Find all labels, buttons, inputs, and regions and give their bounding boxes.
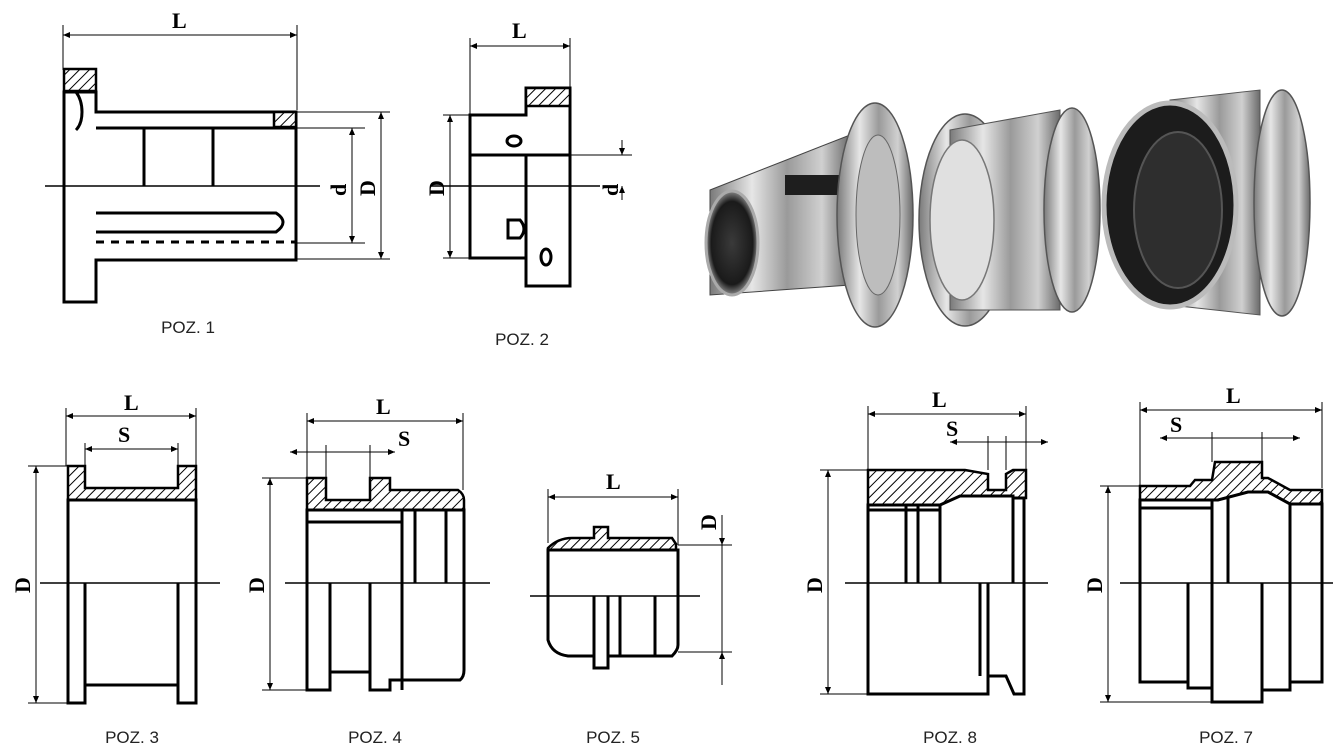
caption-poz2: POZ. 2 bbox=[495, 330, 549, 349]
dim-D: D bbox=[10, 577, 35, 593]
dim-L: L bbox=[512, 18, 527, 43]
dim-D: D bbox=[424, 180, 449, 196]
dim-S: S bbox=[398, 426, 410, 451]
dim-D: D bbox=[244, 577, 269, 593]
sleeve-dark bbox=[1101, 89, 1311, 317]
dim-L: L bbox=[1226, 383, 1241, 408]
dim-L: L bbox=[172, 8, 187, 33]
drawing-poz5: L D bbox=[530, 469, 732, 685]
caption-poz1: POZ. 1 bbox=[161, 318, 215, 337]
dim-D: D bbox=[1082, 577, 1107, 593]
caption-poz7: POZ. 7 bbox=[1199, 728, 1253, 747]
drawing-poz2: L D d bbox=[424, 18, 632, 288]
sleeve-long bbox=[704, 102, 914, 328]
dim-L: L bbox=[376, 394, 391, 419]
dim-L: L bbox=[606, 469, 621, 494]
dim-D: D bbox=[802, 577, 827, 593]
dim-S: S bbox=[118, 422, 130, 447]
dim-L: L bbox=[932, 387, 947, 412]
caption-poz8: POZ. 8 bbox=[923, 728, 977, 747]
drawing-poz3: L S D bbox=[10, 390, 220, 705]
caption-poz5: POZ. 5 bbox=[586, 728, 640, 747]
drawing-poz1: L d D bbox=[45, 8, 390, 304]
drawing-poz8: L S D bbox=[802, 387, 1048, 696]
caption-poz4: POZ. 4 bbox=[348, 728, 402, 747]
sleeve-medium bbox=[918, 107, 1101, 327]
caption-poz3: POZ. 3 bbox=[105, 728, 159, 747]
product-photo bbox=[704, 89, 1311, 328]
dim-L: L bbox=[124, 390, 139, 415]
dim-S: S bbox=[946, 416, 958, 441]
dim-d: d bbox=[326, 184, 351, 196]
dim-S: S bbox=[1170, 412, 1182, 437]
drawing-poz4: L S D bbox=[244, 394, 490, 692]
dim-D: D bbox=[355, 180, 380, 196]
dim-d: d bbox=[598, 184, 623, 196]
dim-D: D bbox=[696, 514, 721, 530]
